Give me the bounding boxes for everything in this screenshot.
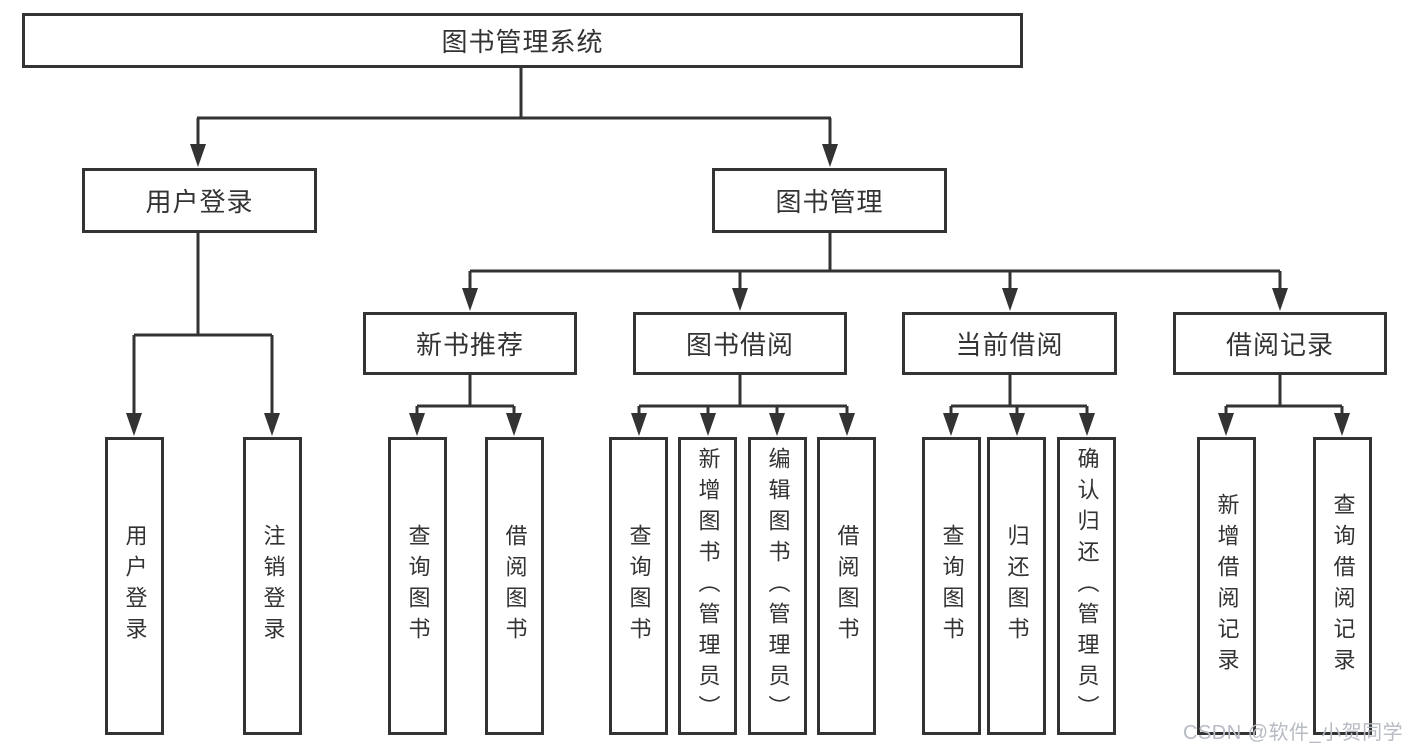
leaf-current-query-books: 查询图书 (922, 437, 981, 735)
leaf-label: 查询图书 (405, 524, 431, 648)
leaf-label: 新增图书（管理员） (695, 446, 721, 726)
leaf-recommend-query-books: 查询图书 (388, 437, 447, 735)
node-book-management: 图书管理 (712, 168, 947, 233)
leaf-label: 归还图书 (1004, 524, 1030, 648)
node-label: 借阅记录 (1225, 330, 1334, 360)
node-label: 图书管理 (775, 187, 884, 217)
node-new-book-recommendation: 新书推荐 (363, 312, 577, 375)
leaf-borrowing-add-books-admin: 新增图书（管理员） (678, 437, 737, 735)
node-label: 新书推荐 (415, 330, 524, 360)
arrowhead-icons (126, 144, 1350, 436)
leaf-logout: 注销登录 (243, 437, 302, 735)
node-root-label: 图书管理系统 (441, 27, 604, 57)
node-user-login: 用户登录 (82, 168, 317, 233)
watermark: CSDN @软件_小贺同学 (1183, 722, 1404, 744)
leaf-user-login: 用户登录 (105, 437, 164, 735)
leaf-records-add-borrow-record: 新增借阅记录 (1197, 437, 1256, 735)
leaf-current-confirm-return-admin: 确认归还（管理员） (1057, 437, 1116, 735)
node-label: 图书借阅 (685, 330, 794, 360)
leaf-label: 确认归还（管理员） (1074, 446, 1100, 726)
leaf-records-query-borrow-record: 查询借阅记录 (1313, 437, 1372, 735)
leaf-label: 借阅图书 (502, 524, 528, 648)
leaf-borrowing-edit-books-admin: 编辑图书（管理员） (748, 437, 807, 735)
leaf-label: 借阅图书 (834, 524, 860, 648)
connector-lines (132, 68, 1344, 415)
leaf-label: 新增借阅记录 (1214, 493, 1240, 679)
leaf-borrowing-borrow-books: 借阅图书 (817, 437, 876, 735)
node-book-borrowing: 图书借阅 (633, 312, 847, 375)
leaf-current-return-books: 归还图书 (987, 437, 1046, 735)
leaf-borrowing-query-books: 查询图书 (609, 437, 668, 735)
leaf-label: 查询图书 (939, 524, 965, 648)
node-root: 图书管理系统 (22, 13, 1023, 68)
node-label: 用户登录 (145, 187, 254, 217)
leaf-label: 编辑图书（管理员） (765, 446, 791, 726)
node-label: 当前借阅 (955, 330, 1064, 360)
leaf-recommend-borrow-books: 借阅图书 (485, 437, 544, 735)
node-current-borrowing: 当前借阅 (902, 312, 1117, 375)
leaf-label: 查询图书 (626, 524, 652, 648)
node-borrowing-records: 借阅记录 (1173, 312, 1387, 375)
leaf-label: 查询借阅记录 (1330, 493, 1356, 679)
leaf-label: 注销登录 (260, 524, 286, 648)
leaf-label: 用户登录 (122, 524, 148, 648)
